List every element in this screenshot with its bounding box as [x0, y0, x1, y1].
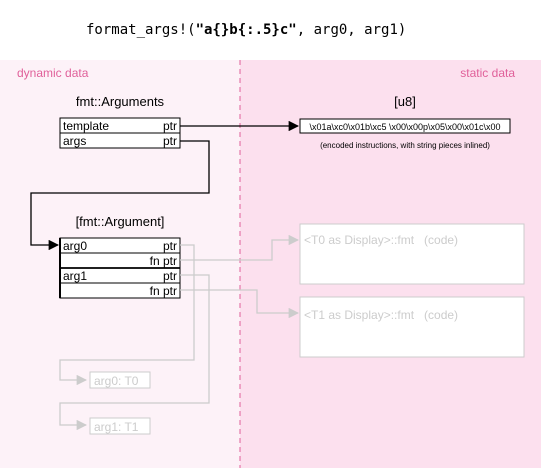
arguments-row-args-value: ptr	[163, 134, 177, 148]
argument-array-title: [fmt::Argument]	[76, 214, 165, 229]
arg1-value-label: arg1: T1	[94, 420, 139, 434]
arguments-struct-title: fmt::Arguments	[76, 94, 165, 109]
code-box-t1	[299, 296, 525, 358]
arg0-ptr-arrow	[59, 244, 195, 386]
args-pointer-arrow	[30, 140, 210, 251]
header-code: format_args!("a{}b{:.5}c", arg0, arg1)	[86, 22, 406, 38]
argument-row-arg1-fn-value: fn ptr	[150, 284, 177, 298]
code-box-t0	[299, 223, 525, 285]
fn-ptr-arrow-t0	[180, 234, 300, 261]
static-data-label: static data	[460, 66, 515, 80]
argument-row-arg1-name: arg1	[63, 269, 87, 283]
argument-row-arg1-value: ptr	[163, 269, 177, 283]
bytes-block	[299, 118, 511, 134]
arguments-row-template-name: template	[63, 119, 109, 133]
arg1-ptr-arrow	[59, 274, 210, 431]
bytes-block-title: [u8]	[394, 94, 416, 109]
arguments-struct: template ptr args ptr	[59, 117, 181, 149]
arg0-value-label: arg0: T0	[94, 374, 139, 388]
code-box-t0-label: <T0 as Display>::fmt (code)	[304, 233, 458, 247]
arguments-row-args-name: args	[63, 134, 86, 148]
argument-row-arg0-name: arg0	[63, 239, 87, 253]
argument-row-arg0-value: ptr	[163, 239, 177, 253]
argument-row-arg0-fn-value: fn ptr	[150, 254, 177, 268]
bytes-block-content: \x01a\xc0\x01b\xc5 \x00\x00p\x05\x00\x01…	[309, 122, 500, 132]
arguments-row-template-value: ptr	[163, 119, 177, 133]
bytes-block-caption: (encoded instructions, with string piece…	[320, 141, 490, 150]
arg0-value-box	[89, 371, 151, 389]
fn-ptr-arrow-t1	[180, 289, 300, 319]
code-box-t1-label: <T1 as Display>::fmt (code)	[304, 308, 458, 322]
argument-array: arg0 ptr fn ptr arg1 ptr fn ptr	[59, 237, 181, 299]
arg1-value-box	[89, 417, 151, 435]
dynamic-data-label: dynamic data	[17, 66, 89, 80]
